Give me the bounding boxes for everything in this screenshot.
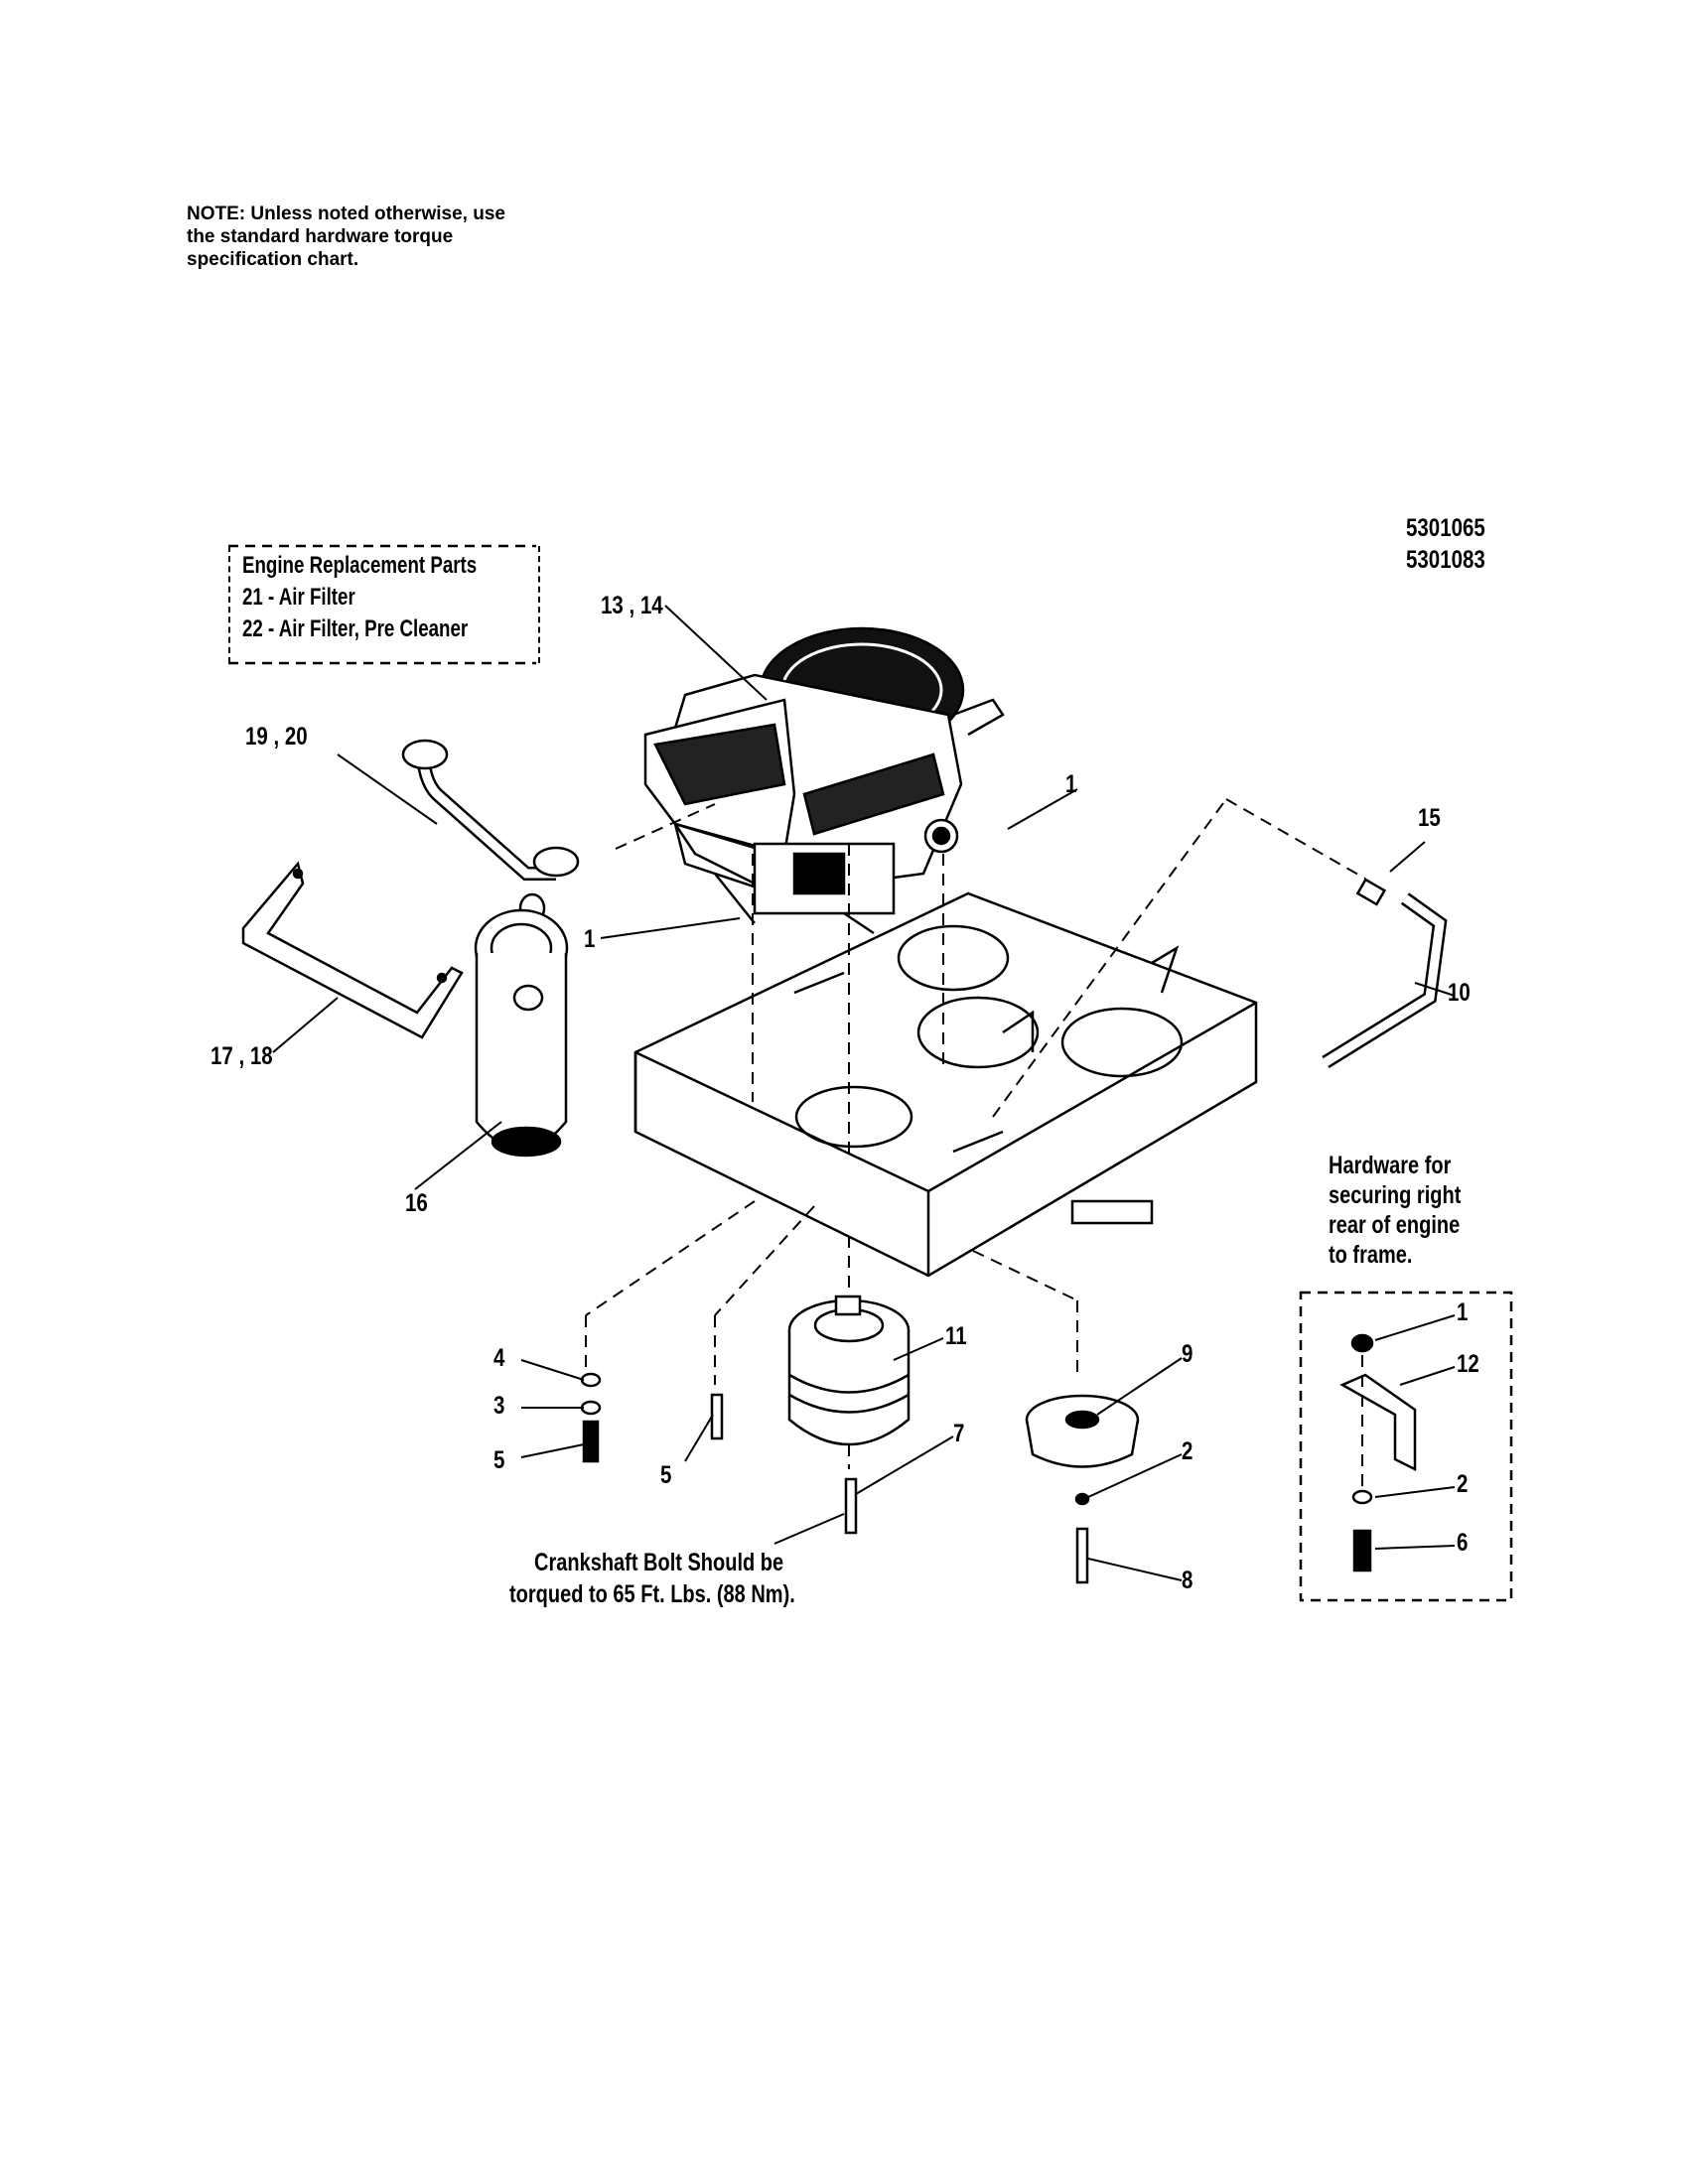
hardware-note-line: rear of engine bbox=[1329, 1211, 1461, 1239]
callout-6: 6 bbox=[1457, 1529, 1469, 1557]
callout-1: 1 bbox=[1065, 770, 1077, 798]
note-line: NOTE: Unless noted otherwise, use bbox=[187, 204, 505, 224]
callout-11: 11 bbox=[945, 1322, 967, 1350]
hardware-inset-box bbox=[1299, 1291, 1513, 1602]
muffler-drawing bbox=[474, 908, 569, 1158]
engine-replacement-parts-box bbox=[228, 546, 540, 663]
model-number: 5301083 bbox=[1406, 546, 1485, 574]
callout-17-18: 17 , 18 bbox=[210, 1042, 273, 1070]
crankshaft-note-line: torqued to 65 Ft. Lbs. (88 Nm). bbox=[509, 1580, 795, 1608]
callout-2: 2 bbox=[1182, 1437, 1193, 1465]
callout-1: 1 bbox=[1457, 1298, 1469, 1326]
fuel-line-drawing bbox=[1322, 878, 1448, 1068]
pulley-drawing bbox=[1025, 1394, 1140, 1468]
callout-5: 5 bbox=[660, 1461, 672, 1489]
callout-2: 2 bbox=[1457, 1470, 1469, 1498]
assembly-lines bbox=[585, 798, 1366, 1489]
callout-9: 9 bbox=[1182, 1340, 1193, 1368]
exhaust-pipe-drawing bbox=[401, 739, 580, 924]
hardware-note-line: securing right bbox=[1329, 1181, 1462, 1209]
callout-5: 5 bbox=[493, 1446, 505, 1474]
legend-title: Engine Replacement Parts bbox=[242, 552, 478, 579]
callout-16: 16 bbox=[405, 1189, 428, 1217]
callout-4: 4 bbox=[493, 1344, 505, 1372]
frame-drawing bbox=[633, 891, 1258, 1278]
callout-7: 7 bbox=[953, 1420, 965, 1447]
callout-19-20: 19 , 20 bbox=[245, 723, 308, 751]
torque-note: NOTE: Unless noted otherwise, use the st… bbox=[187, 203, 584, 271]
legend-item: 21 - Air Filter bbox=[242, 584, 355, 611]
callout-13-14: 13 , 14 bbox=[601, 592, 663, 619]
note-line: specification chart. bbox=[187, 249, 359, 270]
legend-item: 22 - Air Filter, Pre Cleaner bbox=[242, 615, 469, 642]
note-line: the standard hardware torque bbox=[187, 226, 454, 247]
callout-8: 8 bbox=[1182, 1567, 1193, 1594]
model-number: 5301065 bbox=[1406, 514, 1485, 542]
crankshaft-note-line: Crankshaft Bolt Should be bbox=[534, 1549, 784, 1576]
callout-12: 12 bbox=[1457, 1350, 1479, 1378]
clutch-drawing bbox=[787, 1295, 911, 1446]
callout-3: 3 bbox=[493, 1392, 505, 1420]
callout-10: 10 bbox=[1448, 979, 1471, 1007]
callout-15: 15 bbox=[1418, 804, 1441, 832]
callout-1: 1 bbox=[584, 925, 596, 953]
hardware-note-line: to frame. bbox=[1329, 1241, 1413, 1269]
hardware-note-line: Hardware for bbox=[1329, 1152, 1452, 1179]
leader-lines bbox=[272, 605, 1456, 1581]
muffler-bracket-drawing bbox=[241, 861, 464, 1039]
engine-drawing bbox=[643, 626, 1005, 935]
